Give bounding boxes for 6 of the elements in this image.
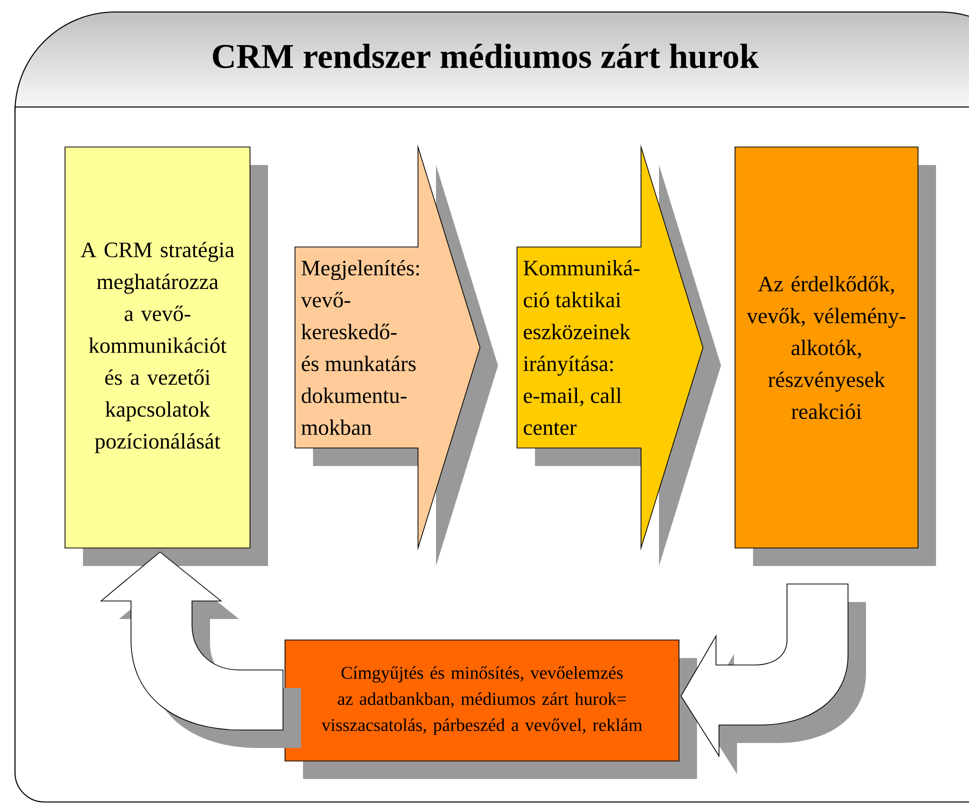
text-box: A CRM stratégia meghatározza a vevő- kommunikációt és a vezetői kapcsolatok pozícionálását <box>64 146 268 566</box>
u-turn-arrow <box>100 552 301 748</box>
text-box: Az érdelkődők, vevők, vélemény- alkotók, részvényesek reakciói <box>734 146 936 566</box>
text-box: Címgyűjtés és minősítés, vevőelemzés az adatbankban, médiumos zárt hurok= visszacsatolás, párbeszéd a vevővel, reklám <box>284 640 697 779</box>
u-turn-arrow <box>680 584 866 774</box>
title: CRM rendszer médiumos zárt hurok <box>212 44 759 68</box>
